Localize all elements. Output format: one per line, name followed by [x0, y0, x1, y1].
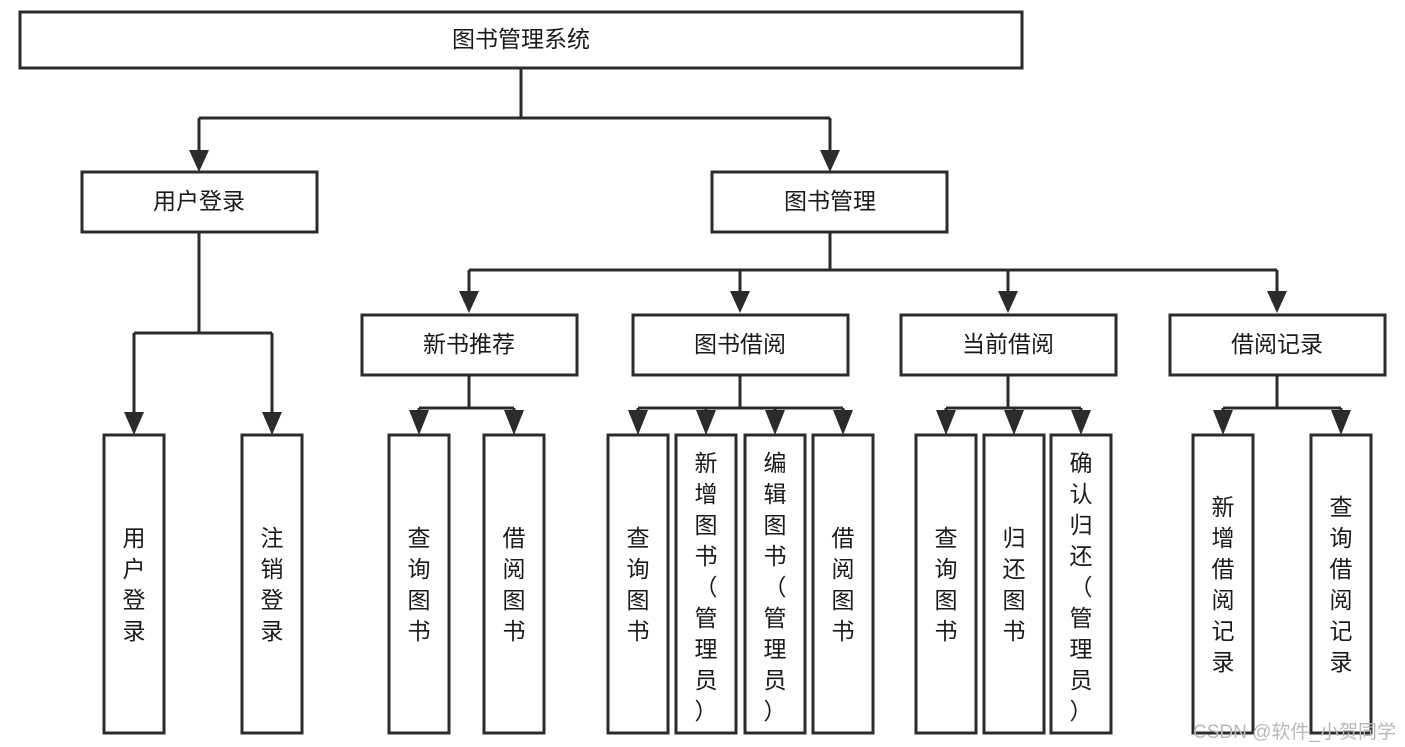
node-book-mgmt[interactable]: 图书管理: [710, 170, 949, 234]
node-leaf-add-record-label: 新增借阅记录: [1212, 494, 1235, 675]
node-book-borrow-box[interactable]: [631, 313, 850, 377]
node-leaf-query-record-label: 查询借阅记录: [1330, 494, 1353, 675]
node-leaf-user-login[interactable]: 用户登录: [102, 433, 166, 735]
node-leaf-return-book-label: 归还图书: [1003, 525, 1026, 644]
node-leaf-user-login-label: 用户登录: [123, 525, 146, 644]
arrow-head-borrow-book-2: [833, 410, 853, 435]
node-borrow-record-label: 借阅记录: [1231, 331, 1323, 357]
connector-group-current: [936, 375, 1091, 435]
arrow-head-return-book: [1004, 410, 1024, 435]
csdn-watermark: CSDN @软件_小贺同学: [1193, 721, 1396, 743]
node-login-box[interactable]: [80, 170, 319, 234]
connector-group-bookmgmt: [459, 232, 1287, 313]
node-leaf-return-book[interactable]: 归还图书: [982, 433, 1046, 735]
node-leaf-add-record[interactable]: 新增借阅记录: [1191, 433, 1255, 735]
node-leaf-return-book-box[interactable]: [982, 433, 1046, 735]
arrow-head-query-book-2: [628, 410, 648, 435]
node-leaf-confirm-return-box[interactable]: [1049, 433, 1113, 735]
node-leaf-query-book-3[interactable]: 查询图书: [914, 433, 978, 735]
arrow-head-query-book-3: [936, 410, 956, 435]
connector-group-record: [1213, 375, 1351, 435]
arrow-head-current: [998, 291, 1018, 313]
arrow-head-login: [189, 150, 209, 172]
node-leaf-borrow-book-1-label: 借阅图书: [503, 525, 526, 644]
connector-group-login: [124, 232, 282, 435]
arrow-head-borrow-book-1: [504, 410, 524, 435]
arrow-head-confirm-return: [1071, 410, 1091, 435]
connector-group-root: [189, 68, 840, 172]
node-book-mgmt-label: 图书管理: [784, 188, 876, 214]
arrow-head-edit-book: [765, 410, 785, 435]
node-leaf-logout[interactable]: 注销登录: [240, 433, 304, 735]
node-root[interactable]: 图书管理系统: [18, 10, 1024, 70]
node-leaf-add-book-box[interactable]: [674, 433, 738, 735]
node-leaf-borrow-book-1[interactable]: 借阅图书: [482, 433, 546, 735]
arrow-head-newbook: [459, 291, 479, 313]
node-leaf-borrow-book-1-box[interactable]: [482, 433, 546, 735]
node-leaf-query-record-box[interactable]: [1309, 433, 1373, 735]
arrow-head-add-book: [696, 410, 716, 435]
node-login-label: 用户登录: [153, 188, 245, 214]
node-leaf-user-login-box[interactable]: [102, 433, 166, 735]
node-leaf-query-book-2-label: 查询图书: [627, 525, 650, 644]
arrow-head-borrow: [730, 291, 750, 313]
node-leaf-query-book-1-box[interactable]: [387, 433, 451, 735]
node-leaf-borrow-book-2-box[interactable]: [811, 433, 875, 735]
arrow-head-query-record: [1331, 410, 1351, 435]
node-leaf-edit-book[interactable]: 编辑图书（管理员）: [743, 433, 807, 735]
arrow-head-record: [1267, 291, 1287, 313]
node-leaf-confirm-return-label: 确认归还（管理员）: [1070, 450, 1093, 724]
node-new-book-rec[interactable]: 新书推荐: [360, 313, 579, 377]
node-leaf-query-book-1[interactable]: 查询图书: [387, 433, 451, 735]
node-leaf-logout-box[interactable]: [240, 433, 304, 735]
node-current-borrow[interactable]: 当前借阅: [899, 313, 1118, 377]
node-leaf-borrow-book-2[interactable]: 借阅图书: [811, 433, 875, 735]
node-new-book-rec-label: 新书推荐: [423, 331, 515, 357]
node-book-borrow-label: 图书借阅: [694, 331, 786, 357]
arrow-head-add-record: [1213, 410, 1233, 435]
node-leaf-add-book-label: 新增图书（管理员）: [695, 450, 718, 724]
connector-group-borrow: [628, 375, 853, 435]
node-login[interactable]: 用户登录: [80, 170, 319, 234]
node-leaf-query-book-2[interactable]: 查询图书: [606, 433, 670, 735]
node-leaf-edit-book-label: 编辑图书（管理员）: [764, 450, 787, 724]
node-leaf-query-book-1-label: 查询图书: [408, 525, 431, 644]
node-root-box[interactable]: [18, 10, 1024, 70]
node-current-borrow-box[interactable]: [899, 313, 1118, 377]
node-new-book-rec-box[interactable]: [360, 313, 579, 377]
node-borrow-record-box[interactable]: [1168, 313, 1387, 377]
node-leaf-borrow-book-2-label: 借阅图书: [832, 525, 855, 644]
node-leaf-query-book-3-label: 查询图书: [935, 525, 958, 644]
node-leaf-add-record-box[interactable]: [1191, 433, 1255, 735]
node-leaf-logout-label: 注销登录: [261, 525, 284, 644]
node-current-borrow-label: 当前借阅: [962, 331, 1054, 357]
arrow-head-query-book-1: [409, 410, 429, 435]
node-book-borrow[interactable]: 图书借阅: [631, 313, 850, 377]
connector-group-newbook: [409, 375, 524, 435]
node-leaf-query-book-3-box[interactable]: [914, 433, 978, 735]
arrow-head-leaf-user-login: [124, 412, 144, 435]
arrow-head-leaf-logout: [262, 412, 282, 435]
node-book-mgmt-box[interactable]: [710, 170, 949, 234]
node-root-label: 图书管理系统: [452, 26, 590, 52]
arrow-head-bookmgmt: [820, 150, 840, 172]
node-leaf-add-book[interactable]: 新增图书（管理员）: [674, 433, 738, 735]
node-leaf-edit-book-box[interactable]: [743, 433, 807, 735]
node-leaf-query-book-2-box[interactable]: [606, 433, 670, 735]
node-leaf-confirm-return[interactable]: 确认归还（管理员）: [1049, 433, 1113, 735]
node-borrow-record[interactable]: 借阅记录: [1168, 313, 1387, 377]
node-leaf-query-record[interactable]: 查询借阅记录: [1309, 433, 1373, 735]
